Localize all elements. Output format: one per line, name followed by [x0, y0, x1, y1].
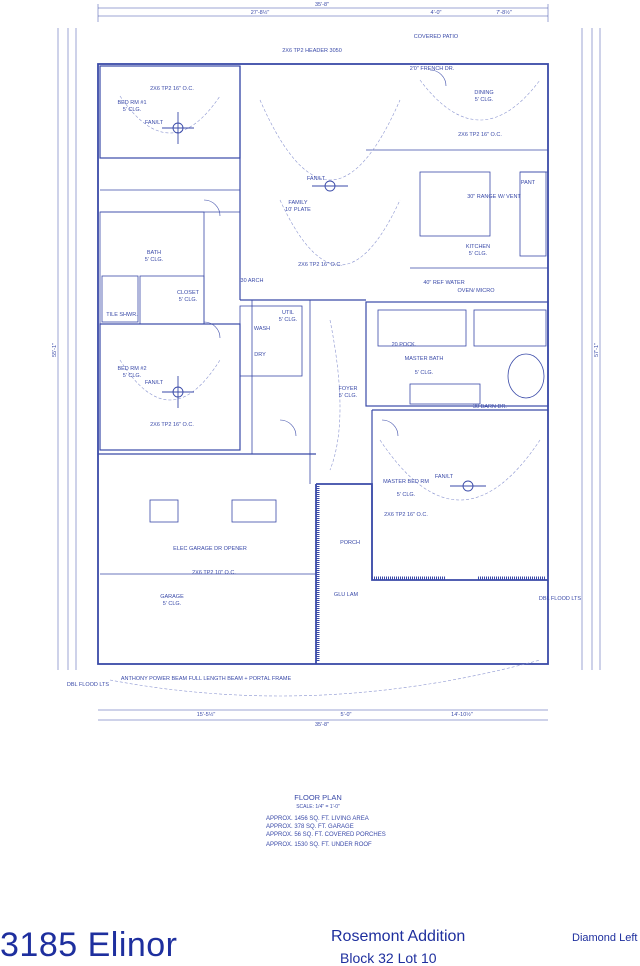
fan-label-bed1: FAN/LT — [145, 120, 164, 126]
room-masterbed-label: MASTER BED RM — [383, 479, 429, 485]
room-dining-sub: 5' CLG. — [475, 97, 494, 103]
dim-bottom-c: 14'-10½" — [451, 711, 473, 718]
floor-plan-scale: SCALE: 1/4" = 1'-0" — [296, 804, 340, 810]
dim-top-c: 7'-8½" — [496, 9, 512, 16]
dim-top-b: 4'-0" — [431, 10, 442, 16]
room-masterbath-label: MASTER BATH — [405, 356, 444, 362]
area-note: APPROX. 1456 SQ. FT. LIVING AREA — [266, 816, 369, 822]
room-closet-sub: 5' CLG. — [179, 297, 198, 303]
area-note: APPROX. 56 SQ. FT. COVERED PORCHES — [266, 832, 386, 838]
barn-door-label: 30 BARN DR. — [473, 404, 507, 410]
arch-label: 30 ARCH — [241, 278, 264, 284]
joist-label-garage: 2X6 TP2 10" O.C. — [192, 570, 236, 576]
joist-label-family: 2X6 TP2 16" O.C. — [298, 262, 342, 268]
joist-label-dining: 2X6 TP2 16" O.C. — [458, 132, 502, 138]
floor-plan-heading: FLOOR PLAN — [294, 793, 342, 802]
dim-right-total: 57'-1" — [594, 343, 600, 357]
joist-label-bed2: 2X6 TP2 16" O.C. — [150, 422, 194, 428]
room-bed1-sub: 5' CLG. — [123, 107, 142, 113]
area-note: APPROX. 378 SQ. FT. GARAGE — [266, 824, 354, 830]
french-door-label: 2'0" FRENCH DR. — [410, 66, 455, 72]
dim-bottom-a: 15'-5½" — [197, 711, 216, 718]
room-family-sub: 10' PLATE — [285, 207, 311, 213]
joist-label-bed1: 2X6 TP2 16" O.C. — [150, 86, 194, 92]
room-porch-label: PORCH — [340, 540, 360, 546]
room-bed1-label: BED RM #1 — [117, 100, 146, 106]
beam-label: ANTHONY POWER BEAM FULL LENGTH BEAM + PO… — [121, 676, 292, 682]
header-3050-label: 2X6 TP2 HEADER 3050 — [282, 48, 342, 54]
oven-label: OVEN/ MICRO — [458, 288, 496, 294]
room-closet-label: CLOSET — [177, 290, 200, 296]
room-bath-label: BATH — [147, 250, 161, 256]
room-foyer-label: FOYER — [339, 386, 358, 392]
dim-left-total: 55'-1" — [52, 343, 58, 357]
glu-lam-label: GLU LAM — [334, 592, 359, 598]
room-bath-sub: 5' CLG. — [145, 257, 164, 263]
property-title: 3185 Elinor — [0, 926, 178, 964]
room-dining-label: DINING — [474, 90, 493, 96]
room-util-sub: 5' CLG. — [279, 317, 298, 323]
dim-bottom-total: 35'-8" — [315, 722, 329, 728]
flood-light-label-right: DBL FLOOD LTS — [539, 596, 582, 602]
joist-label-masterbed: 2X6 TP2 16" O.C. — [384, 512, 428, 518]
dim-top-total: 35'-8" — [315, 2, 329, 8]
floor-plan-drawing: BED RM #1 5' CLG. FAMILY 10' PLATE DININ… — [52, 2, 601, 848]
room-kitchen-label: KITCHEN — [466, 244, 490, 250]
area-note: APPROX. 1530 SQ. FT. UNDER ROOF — [266, 842, 372, 848]
room-foyer-sub: 5' CLG. — [339, 393, 358, 399]
covered-patio-label: COVERED PATIO — [414, 34, 459, 40]
room-garage-sub: 5' CLG. — [163, 601, 182, 607]
addition-name: Rosemont Addition — [331, 928, 466, 945]
room-masterbath-sub: 5' CLG. — [415, 370, 434, 376]
fan-label-bed2: FAN/LT — [145, 380, 164, 386]
dim-top-a: 27'-8½" — [251, 9, 270, 16]
room-kitchen-sub: 5' CLG. — [469, 251, 488, 257]
wash-label: WASH — [254, 326, 270, 332]
range-label: 30" RANGE W/ VENT — [467, 194, 521, 200]
block-lot: Block 32 Lot 10 — [340, 950, 437, 966]
garage-opener-label: ELEC GARAGE DR OPENER — [173, 546, 247, 552]
fan-label-masterbed: FAN/LT — [435, 474, 454, 480]
room-util-label: UTIL — [282, 310, 294, 316]
plan-variant: Diamond Left — [572, 932, 638, 944]
room-family-label: FAMILY — [288, 200, 307, 206]
dim-bottom-b: 5'-0" — [341, 712, 352, 718]
ref-label: 40" REF WATER — [423, 280, 464, 286]
pantry-label: PANT — [521, 180, 536, 186]
room-bed2-label: BED RM #2 — [117, 366, 146, 372]
room-garage-label: GARAGE — [160, 594, 184, 600]
fan-label-family: FAN/LT — [307, 176, 326, 182]
room-masterbed-sub: 5' CLG. — [397, 492, 416, 498]
pocket-door-label: 20 POCK. — [392, 342, 417, 348]
room-bed2-sub: 5' CLG. — [123, 373, 142, 379]
flood-light-label-left: DBL FLOOD LTS — [67, 682, 110, 688]
tile-shower-label: TILE SHWR. — [106, 312, 138, 318]
dryer-label: DRY — [254, 352, 266, 358]
